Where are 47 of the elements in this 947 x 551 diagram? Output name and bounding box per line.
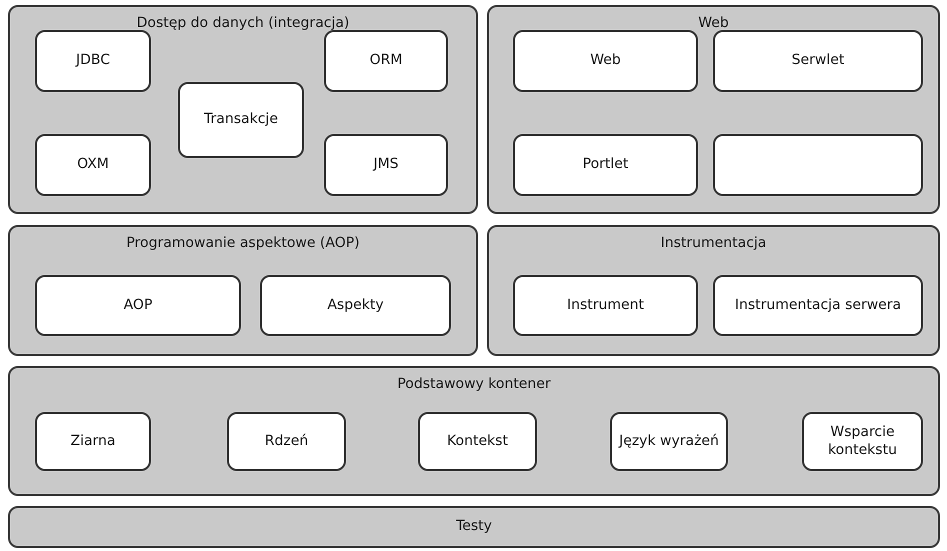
module-box — [713, 275, 923, 336]
panel-title: Web — [697, 15, 730, 32]
module-label: OXM — [77, 156, 109, 174]
module-box — [513, 275, 698, 336]
module-box — [178, 82, 304, 158]
layer-panel — [8, 5, 478, 214]
module-box — [35, 275, 241, 336]
module-box — [513, 30, 698, 92]
module-label: Język wyrażeń — [619, 432, 719, 450]
layer-panel — [487, 5, 940, 214]
module-box — [35, 134, 151, 196]
module-box — [713, 134, 923, 196]
panel-title: Podstawowy kontener — [396, 376, 552, 393]
module-label: Aspekty — [327, 296, 384, 314]
module-label: Wsparcie kontekstu — [827, 424, 898, 459]
module-label: JMS — [373, 156, 399, 174]
layer-panel — [8, 366, 940, 496]
module-label: Instrument — [566, 296, 644, 314]
module-box — [35, 412, 151, 471]
module-box — [713, 30, 923, 92]
panel-title: Instrumentacja — [660, 235, 768, 252]
module-box — [324, 30, 448, 92]
module-label: Web — [590, 52, 621, 70]
module-box — [418, 412, 537, 471]
panel-title: Dostęp do danych (integracja) — [136, 15, 350, 32]
module-label: Ziarna — [70, 432, 116, 450]
module-label: JDBC — [76, 52, 110, 70]
layer-panel — [487, 225, 940, 356]
module-box — [610, 412, 728, 471]
module-label: ORM — [370, 52, 402, 70]
layer-panel — [8, 225, 478, 356]
module-label: Serwlet — [792, 52, 844, 70]
module-label: Kontekst — [447, 432, 508, 450]
module-box — [260, 275, 451, 336]
module-box — [513, 134, 698, 196]
panel-title: Testy — [455, 518, 493, 535]
module-label: Rdzeń — [264, 432, 308, 450]
module-box — [802, 412, 923, 471]
module-label: Transakcje — [204, 111, 278, 129]
module-box — [324, 134, 448, 196]
module-box — [227, 412, 346, 471]
layer-panel — [8, 506, 940, 548]
module-label: Instrumentacja serwera — [734, 296, 902, 314]
module-box — [35, 30, 151, 92]
panel-title: Programowanie aspektowe (AOP) — [125, 235, 361, 252]
module-label: Portlet — [582, 156, 628, 174]
module-label: AOP — [124, 296, 152, 314]
